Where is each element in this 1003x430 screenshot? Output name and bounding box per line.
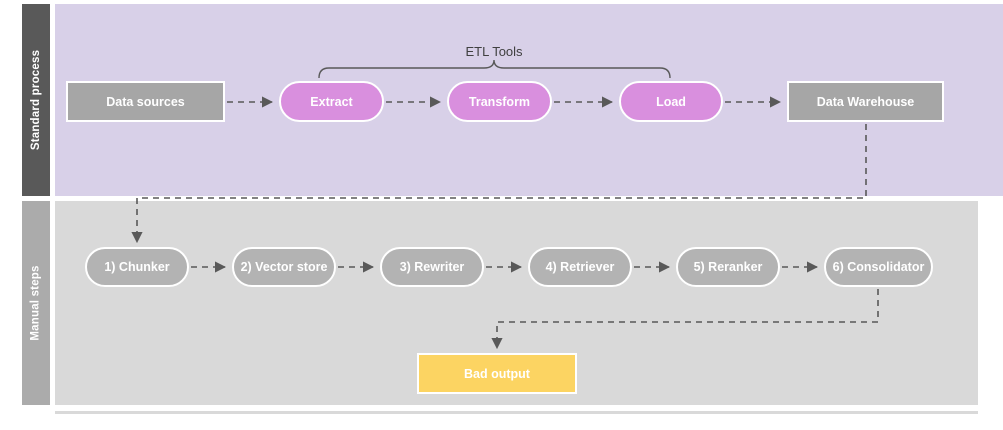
node-reranker-label: 5) Reranker [693, 260, 763, 274]
node-consolidator-label: 6) Consolidator [832, 260, 925, 274]
node-data-warehouse-label: Data Warehouse [816, 94, 915, 109]
node-retriever[interactable]: 4) Retriever [528, 247, 632, 287]
node-data-sources-label: Data sources [106, 94, 185, 109]
node-bad-output[interactable]: Bad output [417, 353, 577, 394]
node-transform[interactable]: Transform [447, 81, 552, 122]
node-data-sources[interactable]: Data sources [66, 81, 225, 122]
node-rewriter[interactable]: 3) Rewriter [380, 247, 484, 287]
node-vector-store[interactable]: 2) Vector store [232, 247, 336, 287]
node-chunker[interactable]: 1) Chunker [85, 247, 189, 287]
etl-tools-label: ETL Tools [465, 44, 523, 59]
node-bad-output-label: Bad output [464, 366, 530, 381]
node-retriever-label: 4) Retriever [545, 260, 615, 274]
node-load-label: Load [656, 94, 686, 109]
node-vector-store-label: 2) Vector store [240, 260, 328, 274]
bottom-divider [55, 411, 978, 414]
node-consolidator[interactable]: 6) Consolidator [824, 247, 933, 287]
node-extract-label: Extract [310, 94, 353, 109]
node-transform-label: Transform [468, 94, 531, 109]
node-data-warehouse[interactable]: Data Warehouse [787, 81, 944, 122]
lane-label-manual-steps-text: Manual steps [30, 265, 43, 341]
node-load[interactable]: Load [619, 81, 723, 122]
node-reranker[interactable]: 5) Reranker [676, 247, 780, 287]
lane-label-manual-steps: Manual steps [22, 201, 50, 405]
node-extract[interactable]: Extract [279, 81, 384, 122]
node-chunker-label: 1) Chunker [104, 260, 170, 274]
lane-label-standard-process-text: Standard process [30, 49, 42, 151]
node-rewriter-label: 3) Rewriter [399, 260, 465, 274]
lane-label-standard-process: Standard process [22, 4, 50, 196]
